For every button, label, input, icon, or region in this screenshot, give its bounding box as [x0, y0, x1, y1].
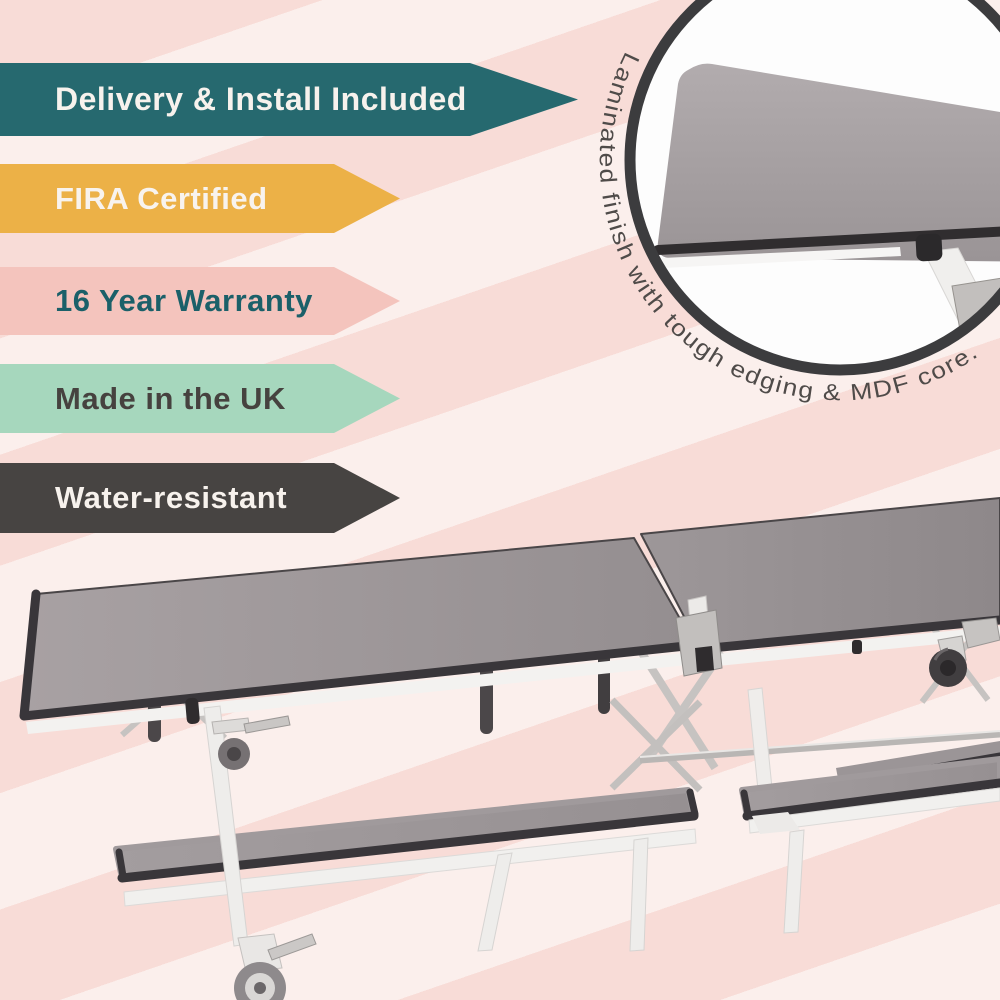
- feature-banner-delivery: Delivery & Install Included: [0, 63, 578, 136]
- detail-circle: [624, 0, 1000, 376]
- feature-banner-made-in-uk: Made in the UK: [0, 364, 400, 433]
- tabletop-right: [640, 497, 1000, 667]
- bench-right: [739, 756, 1000, 934]
- feature-banner-label: 16 Year Warranty: [55, 283, 313, 318]
- castor-right: [929, 617, 1000, 687]
- feature-banner-label: Made in the UK: [55, 380, 286, 416]
- table-leg-front-left: [203, 705, 317, 1000]
- feature-banner-label: FIRA Certified: [55, 180, 268, 216]
- feature-banner-fira: FIRA Certified: [0, 164, 400, 233]
- feature-banner-label: Water-resistant: [55, 480, 288, 515]
- feature-banner-warranty: 16 Year Warranty: [0, 267, 400, 335]
- bench-left: [113, 787, 699, 952]
- feature-banner-water-resistant: Water-resistant: [0, 463, 400, 533]
- tabletop-left: [19, 537, 700, 734]
- feature-banner-label: Delivery & Install Included: [55, 81, 467, 117]
- table-hinge: [675, 595, 723, 677]
- detail-circle-ring: [624, 0, 1000, 376]
- detail-photo: [653, 63, 1000, 341]
